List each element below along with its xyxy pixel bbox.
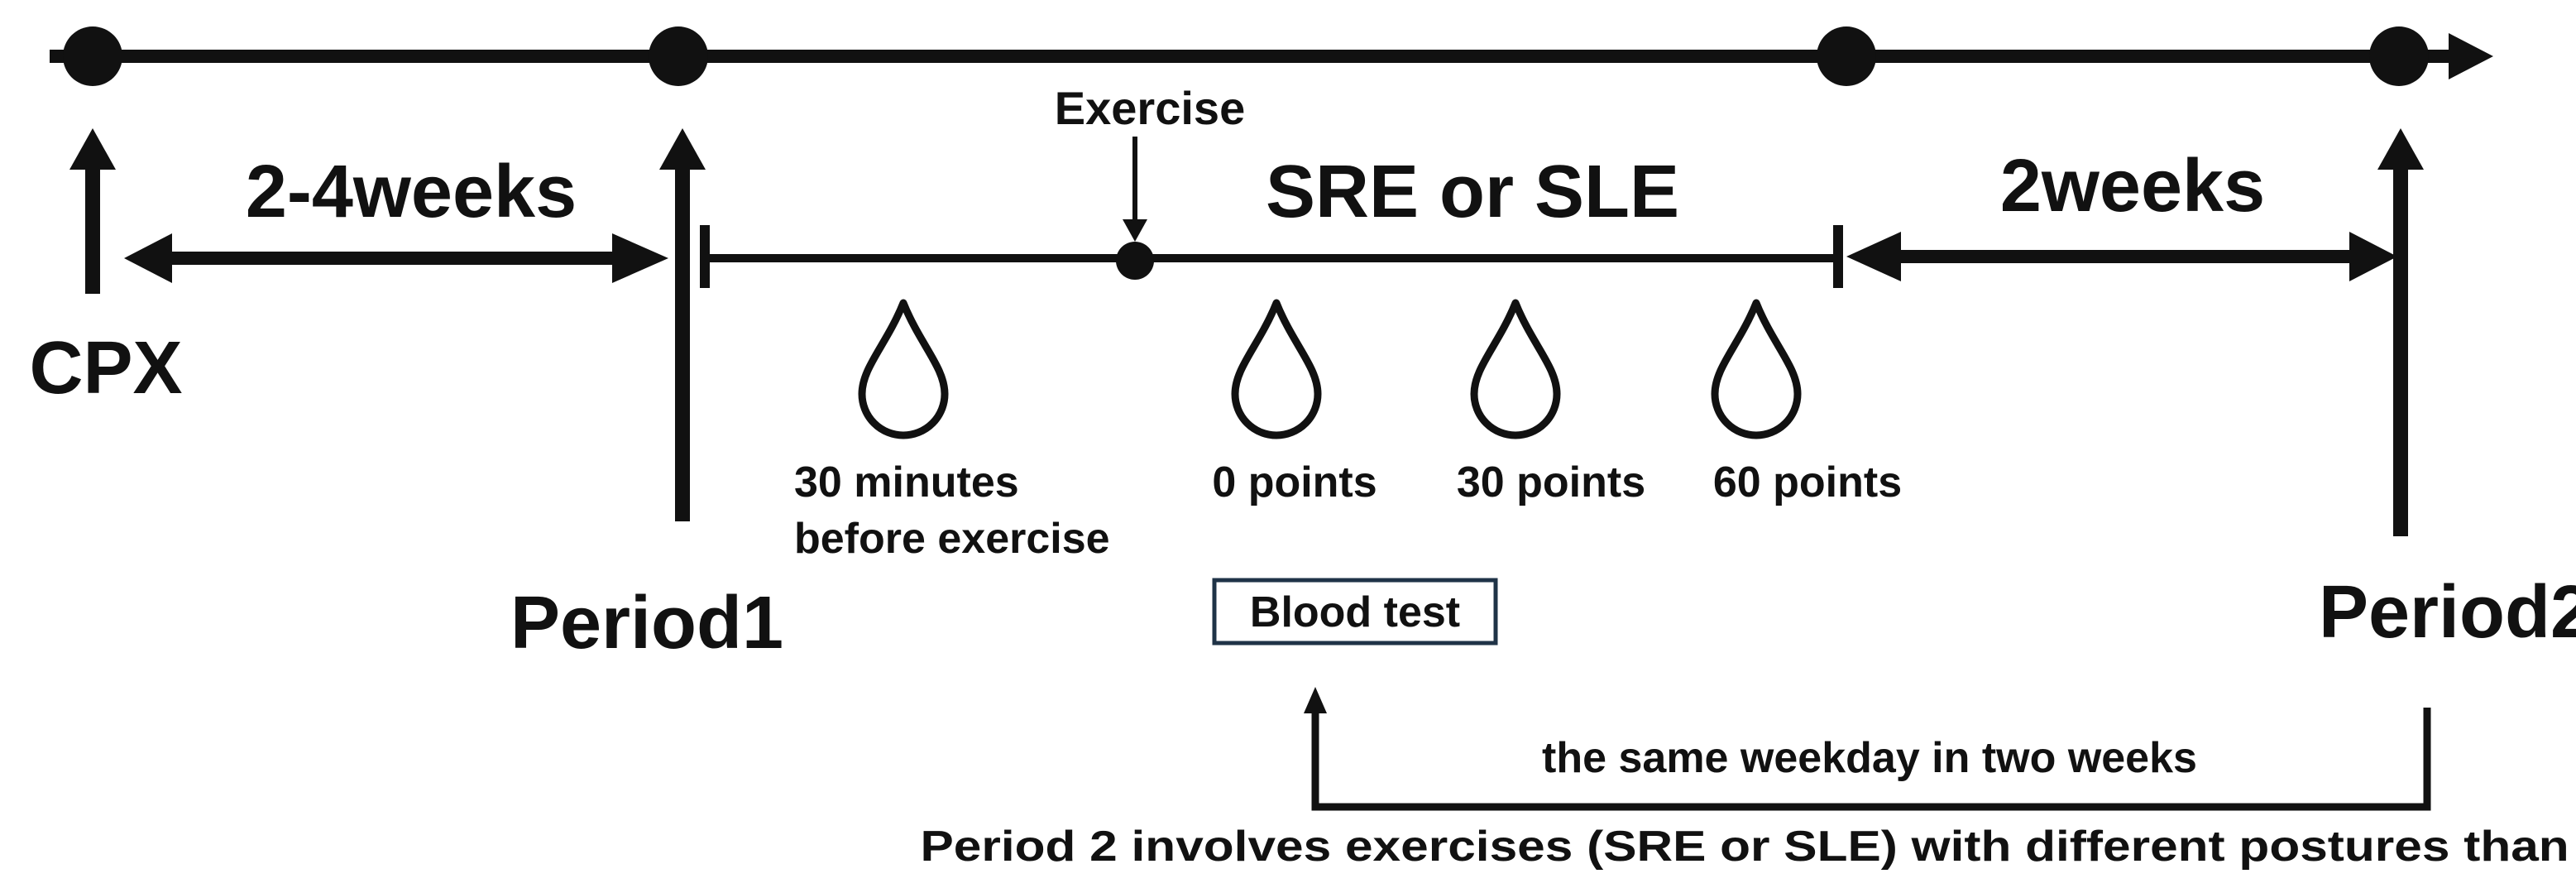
same-weekday-bracket	[1311, 708, 2431, 811]
period1-arrowhead	[659, 128, 706, 170]
same-weekday-arrowhead	[1304, 687, 1327, 713]
blood-drop-icon	[1470, 299, 1561, 439]
gap-first-arrowhead-right	[612, 233, 668, 283]
period1-label: Period1	[510, 582, 783, 665]
gap-first-arrowhead-left	[124, 233, 172, 283]
blood-drop-icon	[1231, 299, 1322, 439]
sample-label-pre-line1: 30 minutes	[794, 458, 1019, 506]
sample-label-60: 60 points	[1713, 458, 1902, 506]
gap-second-label: 2weeks	[2000, 145, 2265, 228]
sample-label-30: 30 points	[1457, 458, 1645, 506]
blood-drop-icon	[858, 299, 949, 439]
exercise-arrowhead	[1123, 219, 1147, 242]
gap-second-arrowhead-left	[1846, 232, 1901, 281]
gap-second-arrowhead-right	[2349, 232, 2397, 281]
sample-label-pre-line2: before exercise	[794, 515, 1110, 563]
blood-test-label: Blood test	[1250, 588, 1460, 636]
footnote: Period 2 involves exercises (SRE or SLE)…	[921, 823, 2576, 871]
cpx-arrowhead	[69, 128, 116, 170]
timeline-arrowhead	[2449, 33, 2493, 79]
timeline-node-period2	[2369, 26, 2429, 86]
cpx-label: CPX	[29, 327, 182, 410]
exercise-label: Exercise	[1055, 82, 1245, 134]
period2-arrowhead	[2377, 128, 2424, 170]
gap-first-label: 2-4weeks	[246, 151, 577, 233]
period2-label: Period2	[2319, 571, 2576, 654]
session-label: SRE or SLE	[1266, 151, 1679, 233]
blood-test-box	[1212, 578, 1498, 646]
exercise-point	[1116, 242, 1154, 280]
timeline-node-end-session	[1817, 26, 1876, 86]
timeline-node-cpx	[63, 26, 122, 86]
same-weekday-label: the same weekday in two weeks	[1542, 734, 2197, 782]
timeline-node-period1	[649, 26, 708, 86]
blood-drop-icon	[1711, 299, 1802, 439]
sample-label-0: 0 points	[1212, 458, 1377, 506]
